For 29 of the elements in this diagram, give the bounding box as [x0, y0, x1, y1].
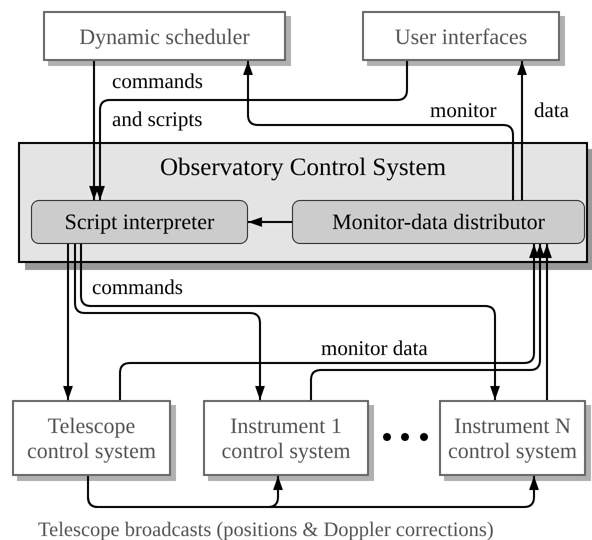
module-box: [292, 200, 585, 244]
arrow: [310, 244, 545, 400]
arrow: [95, 61, 408, 200]
arrow: [517, 61, 527, 200]
arrow: [248, 217, 292, 227]
arrow: [243, 61, 514, 200]
arrow: [74, 244, 265, 400]
box-label: Instrument N control system: [447, 413, 578, 463]
box-label: Telescope control system: [26, 413, 157, 463]
caption-text: Telescope broadcasts (positions & Doppler corrections): [38, 519, 494, 540]
arrow: [119, 244, 539, 400]
flow-label: and scripts: [112, 108, 202, 130]
box-label: Monitor-data distributor: [332, 209, 545, 235]
box-label: User interfaces: [394, 24, 528, 48]
flow-label: commands: [112, 70, 203, 92]
arrow: [542, 244, 552, 400]
box-label: Script interpreter: [64, 209, 214, 235]
module-box: [31, 200, 248, 244]
arrow: [63, 244, 73, 400]
arrow: [89, 61, 99, 200]
arrow: [80, 244, 500, 400]
arrow: [87, 476, 539, 508]
flow-label: monitor: [430, 99, 496, 121]
box-label: Instrument 1 control system: [220, 413, 352, 463]
box-label: Dynamic scheduler: [79, 24, 250, 48]
flow-label: data: [534, 99, 569, 121]
flow-label: commands: [92, 276, 183, 298]
flow-label: monitor data: [321, 337, 428, 359]
container-title: Observatory Control System: [160, 154, 446, 182]
